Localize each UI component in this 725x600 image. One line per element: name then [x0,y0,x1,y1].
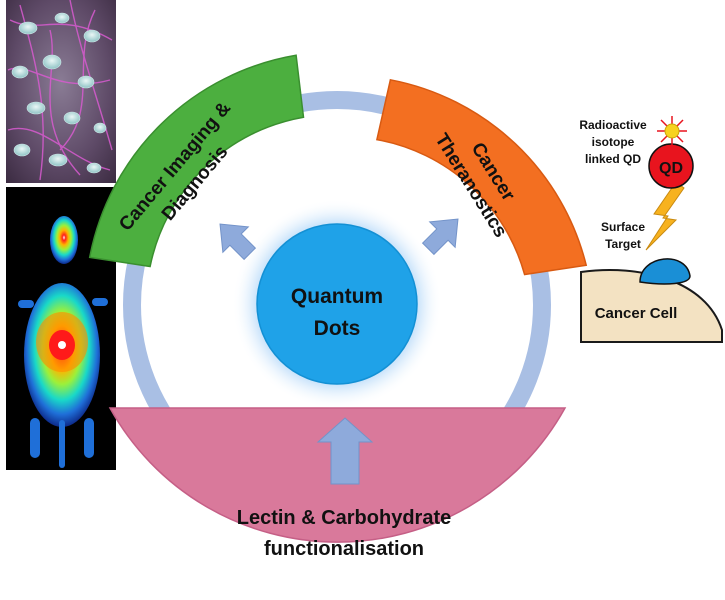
lectin-label-line2: functionalisation [264,538,424,560]
qd-sphere [648,143,694,189]
isotope-label-line3: linked QD [585,152,641,166]
imaging-segment [88,54,305,268]
theranostic-mechanism: QD Radioactive isotope linked QD Surface… [579,116,723,343]
theranostics-segment [375,78,588,276]
cancer-cell-label: Cancer Cell [595,305,678,322]
target-label-line1: Surface [601,220,645,234]
lectin-label-line1: Lectin & Carbohydrate [237,507,451,529]
diagonal-arrow-theranostics [421,218,459,256]
isotope-label-line1: Radioactive [579,118,647,132]
diagonal-arrow-imaging [219,223,257,261]
qd-label: QD [659,160,683,177]
isotope-label-line2: isotope [592,135,635,149]
up-arrow-lectin [316,417,374,485]
target-label-line2: Target [605,237,641,251]
surface-target-shape [639,258,691,285]
core-label-line2: Dots [314,317,361,340]
cancer-cell-shape [580,269,723,343]
micrograph-image [6,0,116,183]
quantum-dots-core [256,223,418,385]
core-label-line1: Quantum [291,285,383,308]
lightning-bolt-icon [645,181,685,251]
radioactive-spark-icon [657,116,687,146]
